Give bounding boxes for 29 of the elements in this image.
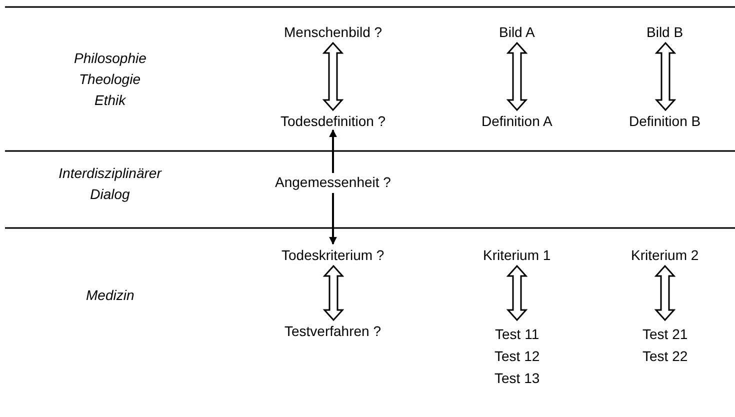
double-arrow: [506, 42, 528, 112]
node-text: Kriterium 1: [483, 247, 551, 263]
node-text-line: Test 12: [494, 347, 540, 366]
node-text: Bild A: [499, 24, 535, 40]
arrow: [329, 193, 337, 245]
node-text: Definition B: [629, 113, 701, 129]
row-label: Ethik: [94, 91, 126, 110]
node-text: Menschenbild ?: [284, 24, 382, 40]
double-arrow: [654, 264, 676, 322]
node-text-line: Test 22: [642, 347, 688, 366]
double-arrow: [322, 264, 344, 322]
row-label: Medizin: [86, 286, 134, 305]
node-text: Todeskriterium ?: [282, 247, 384, 263]
row-label: Theologie: [79, 70, 140, 89]
node-text: Todesdefinition ?: [280, 113, 386, 129]
row-label: Philosophie: [74, 49, 146, 68]
arrow: [329, 129, 337, 173]
node-text-line: Test 13: [494, 369, 540, 388]
double-arrow: [506, 264, 528, 322]
row-label: Interdisziplinärer Dialog: [58, 164, 163, 204]
double-arrow: [322, 42, 344, 112]
node-text: Angemessenheit ?: [275, 174, 391, 190]
node-text-line: Test 11: [495, 325, 540, 344]
node-text-line: Test 21: [642, 325, 688, 344]
double-arrow: [654, 42, 676, 112]
node-text: Kriterium 2: [631, 247, 699, 263]
node-text: Testverfahren ?: [284, 323, 381, 339]
node-text: Bild B: [646, 24, 684, 40]
node-text: Definition A: [482, 113, 552, 129]
